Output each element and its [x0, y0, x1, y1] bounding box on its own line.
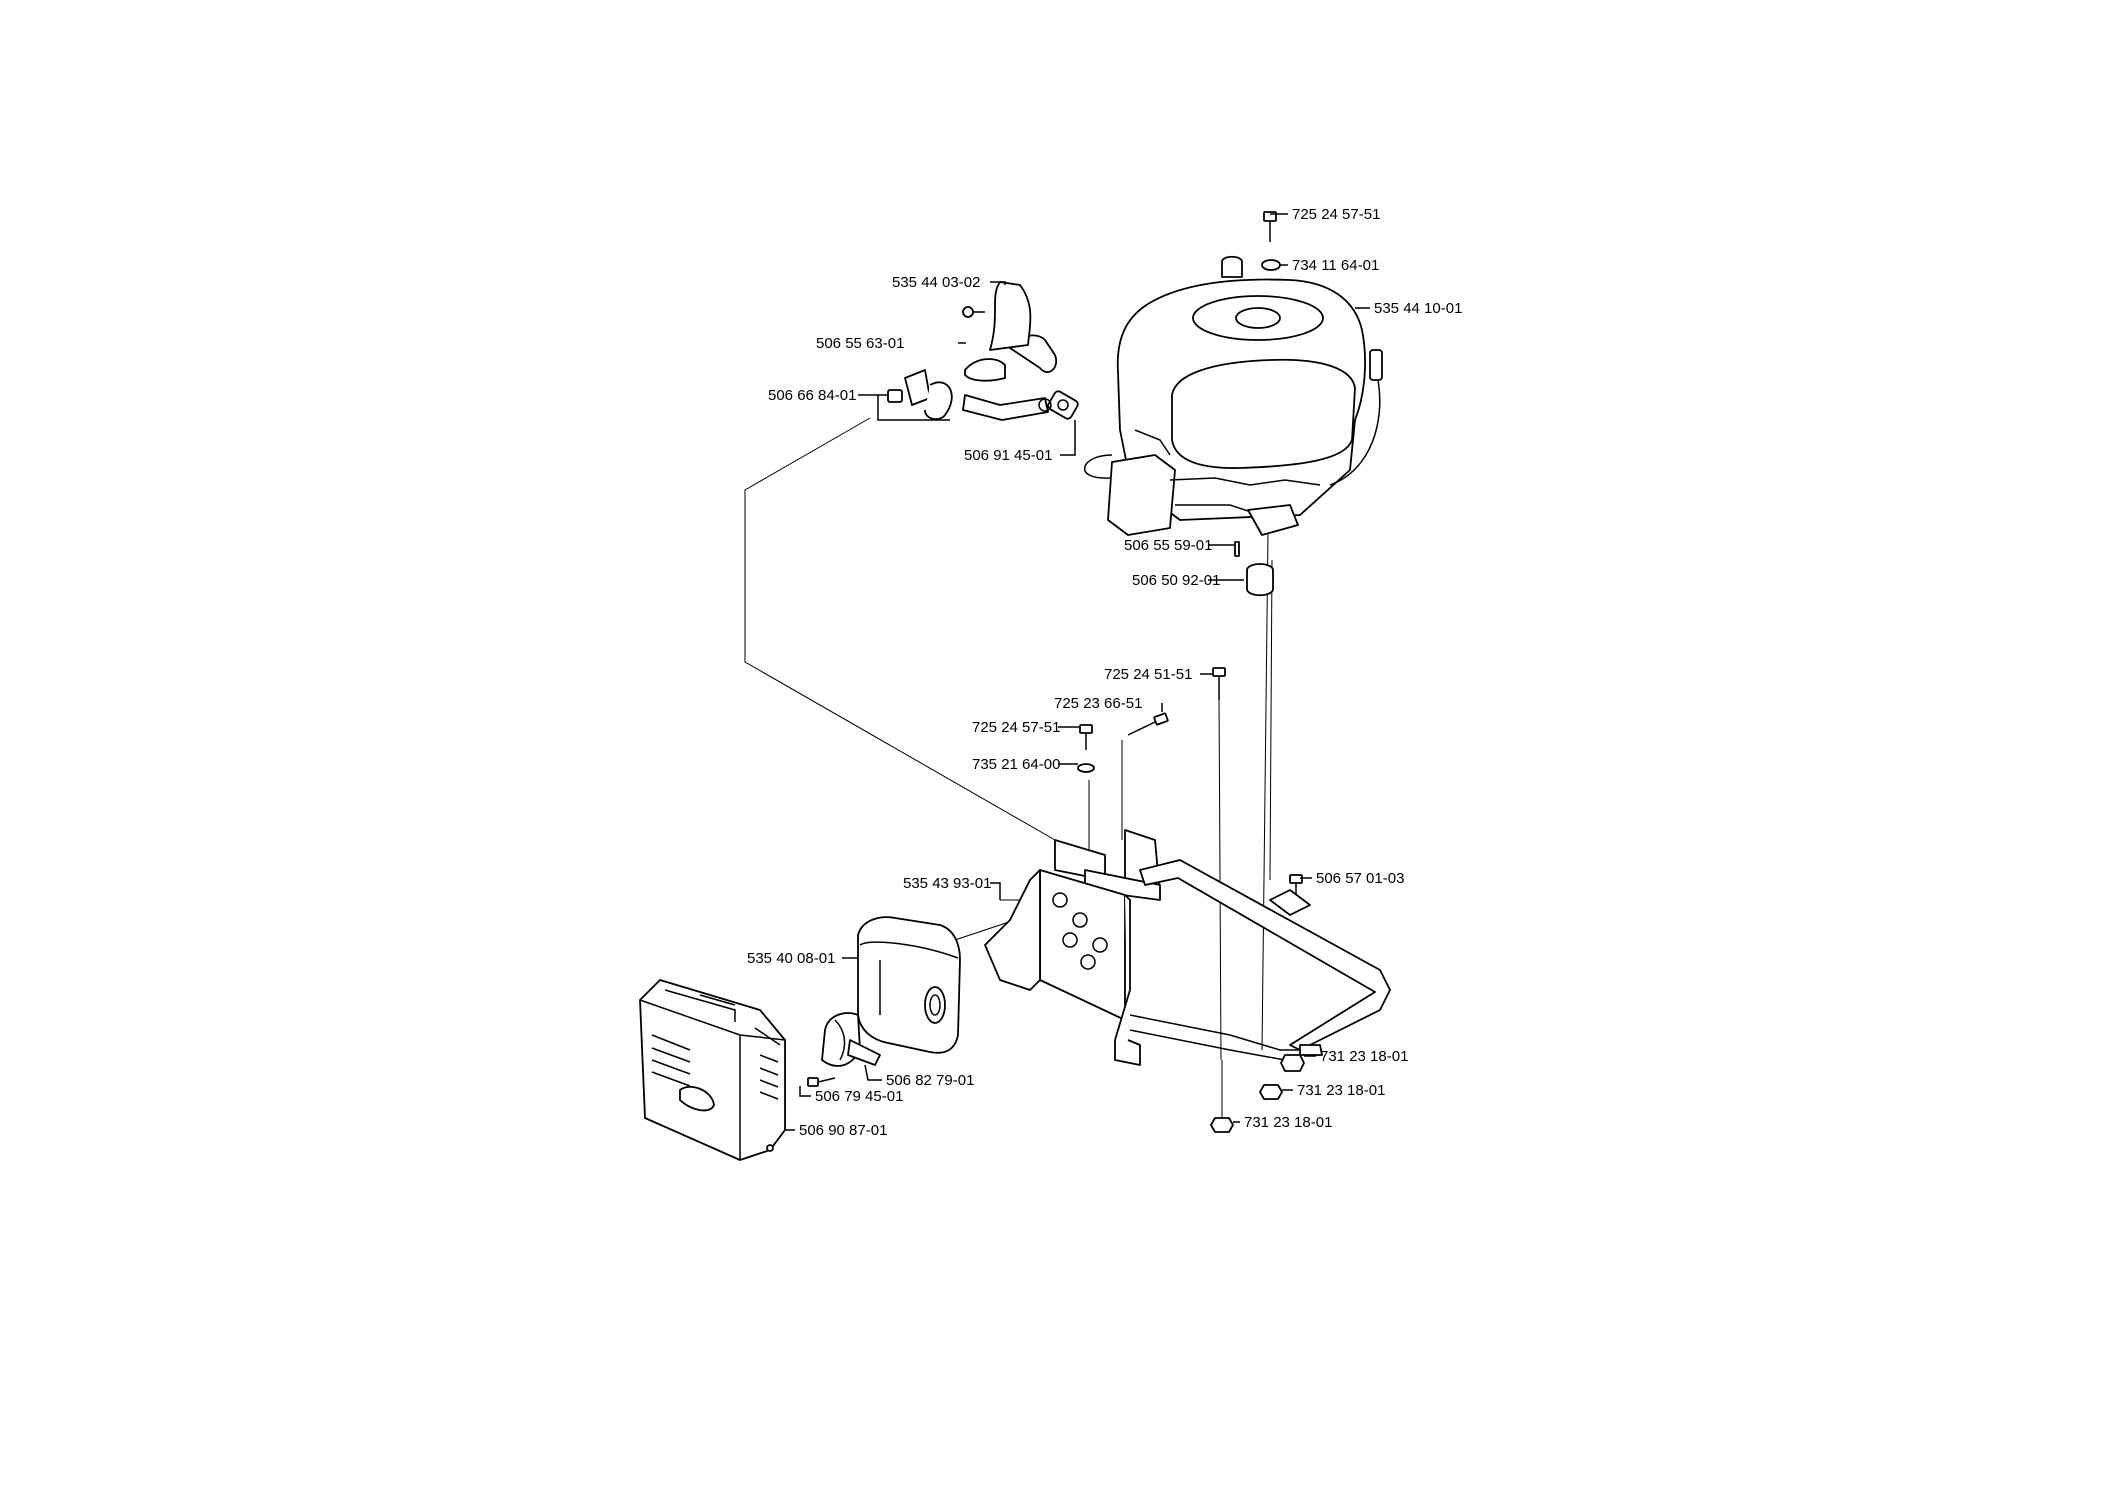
part-label-535-43-93-01: 535 43 93-01 [903, 875, 991, 892]
muffler [857, 916, 961, 1054]
part-label-725-24-51-51: 725 24 51-51 [1104, 666, 1192, 683]
part-label-535-44-03-02: 535 44 03-02 [892, 274, 980, 291]
part-label-506-79-45-01: 506 79 45-01 [815, 1088, 903, 1105]
part-label-731-23-18-01-b: 731 23 18-01 [1297, 1082, 1385, 1099]
exhaust-pipe-group [887, 281, 1079, 421]
part-label-535-40-08-01: 535 40 08-01 [747, 950, 835, 967]
engine-assembly [1084, 255, 1383, 536]
part-label-731-23-18-01-c: 731 23 18-01 [1244, 1114, 1332, 1131]
muffler-guard [639, 979, 786, 1161]
part-label-506-82-79-01: 506 82 79-01 [886, 1072, 974, 1089]
part-label-734-11-64-01: 734 11 64-01 [1292, 257, 1379, 274]
guard-vent-pattern [651, 1034, 779, 1100]
frame-nuts [1210, 1054, 1305, 1133]
part-label-506-91-45-01: 506 91 45-01 [964, 447, 1052, 464]
part-label-506-66-84-01: 506 66 84-01 [768, 387, 856, 404]
part-label-725-23-66-51: 725 23 66-51 [1054, 695, 1142, 712]
part-label-506-57-01-03: 506 57 01-03 [1316, 870, 1404, 887]
leader-lines [785, 213, 1370, 1131]
mounting-frame [984, 829, 1391, 1066]
part-number-labels: 725 24 57-51 734 11 64-01 535 44 03-02 5… [747, 206, 1462, 1139]
part-label-506-55-59-01: 506 55 59-01 [1124, 537, 1212, 554]
part-label-506-55-63-01: 506 55 63-01 [816, 335, 904, 352]
deflector [807, 1012, 881, 1087]
part-label-735-21-64-00: 735 21 64-00 [972, 756, 1060, 773]
part-label-535-44-10-01: 535 44 10-01 [1374, 300, 1462, 317]
part-label-731-23-18-01-a: 731 23 18-01 [1320, 1048, 1408, 1065]
part-label-506-90-87-01: 506 90 87-01 [799, 1122, 887, 1139]
part-label-725-24-57-51-bracket: 725 24 57-51 [972, 719, 1060, 736]
part-label-506-50-92-01: 506 50 92-01 [1132, 572, 1220, 589]
bracket-bolts [1077, 667, 1303, 900]
part-label-725-24-57-51-top: 725 24 57-51 [1292, 206, 1380, 223]
